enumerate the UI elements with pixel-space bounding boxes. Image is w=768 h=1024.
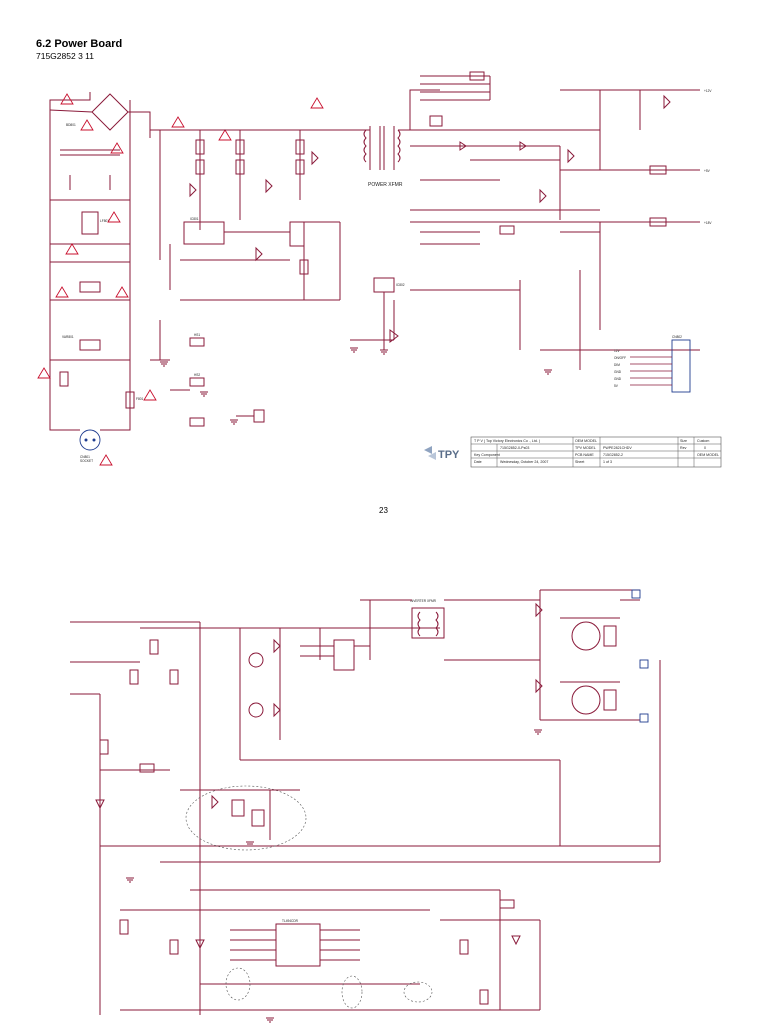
title-block-oem-model-right: OEM MODEL [697, 453, 719, 457]
ac-input-section: BD801 LF801 VAR801 F801 [49, 92, 151, 463]
top-schematic: BD801 LF801 VAR801 F801 [37, 71, 722, 468]
varistor-label: VAR801 [62, 335, 74, 339]
socket-ref: CN801 [80, 455, 90, 459]
logo-mark-icon [424, 446, 432, 454]
board-part-number: 715G2852 3 11 [36, 51, 94, 61]
safety-warning-icons [37, 93, 324, 466]
connector-pin-label: GND [614, 370, 622, 374]
inverter-pwm-ic-label: TL494CDR [282, 919, 299, 923]
heatsink-label: HS1 [194, 333, 200, 337]
inverter-pwm-ic [275, 923, 321, 967]
pwm-ic-label: IC801 [190, 217, 199, 221]
warning-triangle-icon [143, 389, 157, 401]
ground-symbols [160, 347, 552, 425]
warning-triangle-icon [107, 211, 121, 223]
title-block-pcb-name-label: PCB NAME [575, 453, 594, 457]
output-connector-body [671, 339, 691, 393]
inverter-transformer [411, 607, 445, 639]
title-block-date-label: Date [474, 460, 482, 464]
line-filter-label: LF801 [100, 219, 109, 223]
bottom-schematic: INVERTER XFMR [70, 589, 661, 1023]
fuse-label: F801 [136, 397, 143, 401]
logo-text: TPY [438, 449, 460, 461]
tpy-logo: TPY [424, 446, 460, 461]
output-connector: CN802 12V ON/OFF DIM GND GND 5V [614, 335, 691, 393]
heatsink [189, 377, 205, 387]
connector-pin-label: DIM [614, 363, 620, 367]
rail-label: +12V [704, 89, 712, 93]
warning-triangle-icon [115, 286, 129, 298]
title-block: T P V ( Top Victory Electronics Co ., Lt… [424, 436, 722, 468]
lamp-connector-icon [639, 659, 649, 669]
varistor [79, 339, 101, 351]
warning-triangle-icon [80, 119, 94, 131]
inverter-transformer-label: INVERTER XFMR [410, 599, 437, 603]
title-block-rev-label: Rev [680, 446, 687, 450]
protection-circuit-highlight [185, 785, 307, 851]
warning-triangle-icon [218, 129, 232, 141]
page-number: 23 [379, 506, 388, 515]
warning-triangle-icon [310, 97, 324, 109]
primary-side: IC801 HS1 HS2 [149, 129, 370, 427]
warning-triangle-icon [37, 367, 51, 379]
warning-triangle-icon [110, 142, 124, 154]
warning-triangle-icon [65, 243, 79, 255]
ac-socket-icon [79, 429, 101, 451]
heatsink-label: HS2 [194, 373, 200, 377]
title-block-size-label: Size [680, 439, 687, 443]
title-block-pcb-code: 715G2852-0-Ps03 [500, 446, 529, 450]
title-block-key-component-label: Key Component [474, 453, 500, 457]
transformer-label: POWER XFMR [368, 182, 403, 188]
lamp-connector-icon [631, 589, 641, 599]
heatsink [189, 417, 205, 427]
title-block-pcb-name-value: 715G2852-2 [603, 453, 623, 457]
connector-label: CN802 [672, 335, 682, 339]
secondary-side: IC802 +12V +5V +18V [350, 71, 712, 370]
title-block-date-value: Wednesday, October 24, 2007 [500, 460, 548, 464]
power-transformer: POWER XFMR [363, 126, 403, 188]
connector-pin-label: GND [614, 377, 622, 381]
bridge-rectifier [91, 93, 129, 131]
warning-triangle-icon [99, 454, 113, 466]
driver-ic [333, 639, 355, 671]
pwm-controller-ic [183, 221, 225, 245]
title-block-tpv-model-label: TPV MODEL [575, 446, 596, 450]
title-block-rev-value: 0 [704, 446, 706, 450]
warning-triangle-icon [171, 116, 185, 128]
connector-pin-label: ON/OFF [614, 356, 626, 360]
warning-triangle-icon [55, 286, 69, 298]
lamp-connector-icon [639, 713, 649, 723]
warning-triangle-icon [60, 93, 74, 105]
connector-pin-label: 5V [614, 384, 619, 388]
optocoupler-label: IC802 [396, 283, 405, 287]
fuse [125, 391, 135, 409]
page-heading: 6.2 Power Board [36, 38, 123, 50]
bridge-label: BD801 [66, 123, 76, 127]
rail-label: +5V [704, 169, 711, 173]
title-block-oem-label: OEM MODEL [575, 439, 597, 443]
title-block-size-value: Custom [697, 439, 709, 443]
heatsink [189, 337, 205, 347]
power-mosfet [289, 221, 305, 247]
line-filter [81, 211, 99, 235]
title-block-company: T P V ( Top Victory Electronics Co ., Lt… [474, 439, 540, 443]
connector-pin-label: 12V [614, 349, 621, 353]
optocoupler [373, 277, 395, 293]
lamp-output-channels [535, 589, 649, 723]
title-block-sheet-label: Sheet [575, 460, 584, 464]
socket-label: SOCKET [80, 459, 93, 463]
title-block-tpv-model-value: PWPE2821CHDV [603, 446, 632, 450]
rail-label: +18V [704, 221, 712, 225]
title-block-sheet-value: 1 of 3 [603, 460, 612, 464]
